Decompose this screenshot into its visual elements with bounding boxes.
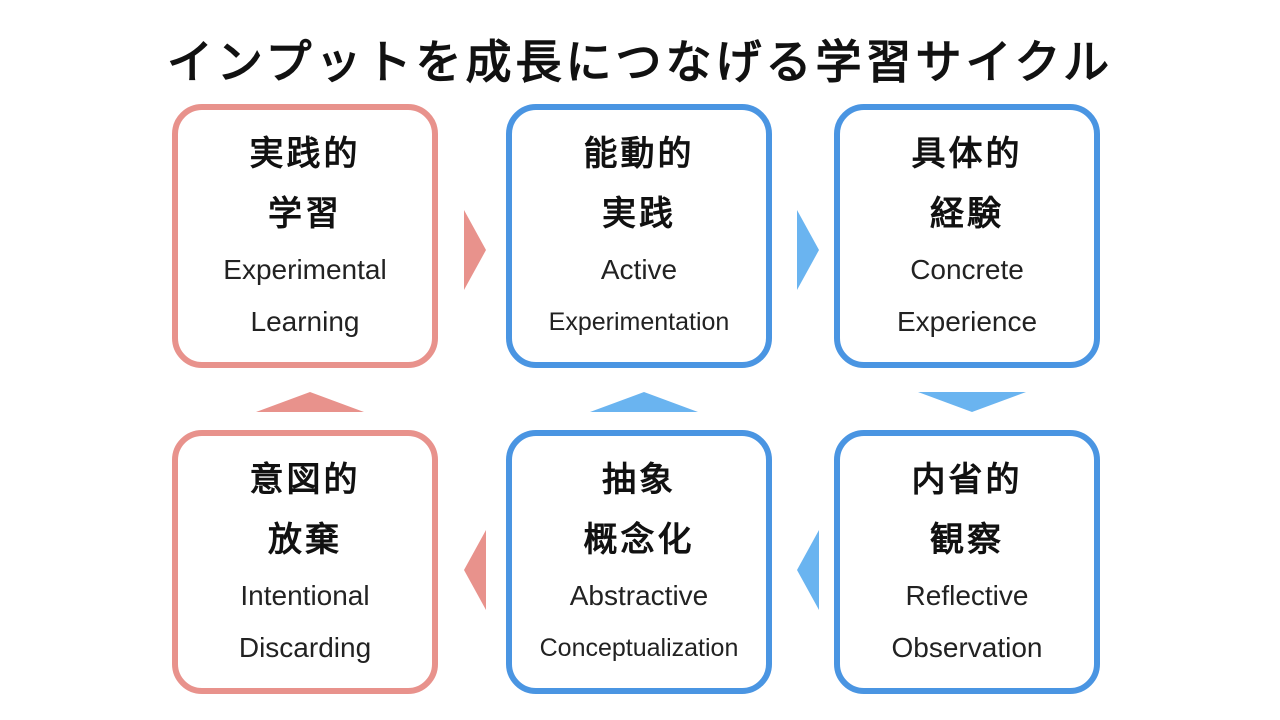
arrow-left-icon [464, 530, 486, 610]
diagram-title: インプットを成長につなげる学習サイクル [166, 35, 1114, 89]
box-jp-line2: 放棄 [268, 520, 342, 560]
box-en-line1: Concrete [910, 254, 1024, 285]
box-jp-line2: 観察 [930, 520, 1004, 560]
arrow-up-icon [256, 392, 364, 412]
box-en-line1: Intentional [240, 580, 370, 611]
box-en-line1: Experimental [223, 254, 387, 285]
box-jp-line1: 実践的 [249, 134, 361, 174]
box-reflective-observation: 内省的 観察 Reflective Observation [834, 430, 1100, 694]
box-jp-line2: 実践 [602, 194, 676, 234]
arrow-down-icon [918, 392, 1026, 412]
arrow-right-icon [464, 210, 486, 290]
arrow-right-icon [797, 210, 819, 290]
box-active-experimentation: 能動的 実践 Active Experimentation [506, 104, 772, 368]
box-abstract-conceptualization: 抽象 概念化 Abstractive Conceptualization [506, 430, 772, 694]
box-en-line2: Discarding [238, 632, 372, 663]
box-concrete-experience: 具体的 経験 Concrete Experience [834, 104, 1100, 368]
box-en-line2: Learning [250, 306, 360, 337]
box-jp-line2: 学習 [268, 194, 342, 234]
box-en-line1: Abstractive [569, 580, 709, 611]
box-experimental-learning: 実践的 学習 Experimental Learning [172, 104, 438, 368]
box-jp-line1: 抽象 [602, 460, 676, 500]
box-jp-line1: 能動的 [583, 134, 695, 174]
box-jp-line2: 概念化 [583, 520, 695, 560]
box-en-line2: Experience [896, 306, 1038, 337]
arrow-left-icon [797, 530, 819, 610]
box-en-line2: Conceptualization [539, 634, 739, 662]
box-jp-line2: 経験 [930, 194, 1004, 234]
box-jp-line1: 内省的 [911, 460, 1023, 500]
box-intentional-discarding: 意図的 放棄 Intentional Discarding [172, 430, 438, 694]
box-en-line1: Reflective [905, 580, 1029, 611]
box-en-line2: Experimentation [548, 308, 730, 336]
box-jp-line1: 具体的 [911, 134, 1023, 174]
box-jp-line1: 意図的 [249, 460, 361, 500]
box-en-line1: Active [600, 254, 678, 285]
box-en-line2: Observation [891, 632, 1043, 663]
arrow-up-icon [590, 392, 698, 412]
